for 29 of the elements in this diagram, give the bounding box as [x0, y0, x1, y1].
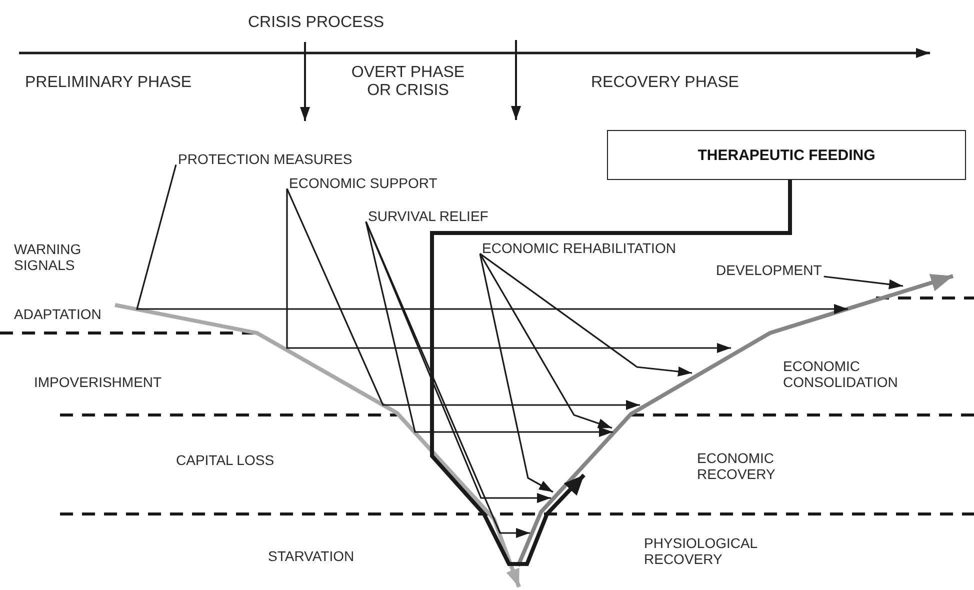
callout-label: ECONOMIC SUPPORT	[289, 175, 438, 192]
callout-label: SURVIVAL RELIEF	[368, 208, 488, 224]
region-label: ECONOMIC RECOVERY	[697, 450, 776, 482]
region-label: CAPITAL LOSS	[176, 452, 274, 468]
arrow	[286, 188, 640, 410]
arrow	[365, 222, 613, 437]
region-label: RECOVERY PHASE	[591, 74, 739, 92]
process-box	[607, 130, 966, 180]
callout-label: ECONOMIC REHABILITATION	[482, 240, 676, 256]
arrow	[824, 276, 904, 290]
region-label: PRELIMINARY PHASE	[25, 74, 192, 92]
arrow	[136, 164, 848, 314]
region-label: OVERT PHASE OR CRISIS	[350, 64, 466, 101]
arrow	[286, 188, 731, 353]
region-label: CRISIS PROCESS	[248, 14, 384, 32]
thick-arrow	[430, 180, 792, 566]
arrow	[480, 253, 692, 376]
region-label: ADAPTATION	[14, 306, 102, 322]
callout-label: DEVELOPMENT	[716, 262, 822, 278]
arrow	[365, 221, 530, 538]
arrow	[479, 254, 554, 493]
box-title: THERAPEUTIC FEEDING	[698, 146, 876, 164]
region-label: IMPOVERISHMENT	[34, 374, 162, 390]
region-label: WARNING SIGNALS	[14, 241, 82, 274]
region-label: PHYSIOLOGICAL RECOVERY	[644, 535, 758, 568]
region-label: STARVATION	[268, 548, 354, 564]
region-label: ECONOMIC CONSOLIDATION	[783, 358, 899, 390]
arrow	[479, 253, 612, 429]
callout-label: PROTECTION MEASURES	[178, 151, 352, 168]
